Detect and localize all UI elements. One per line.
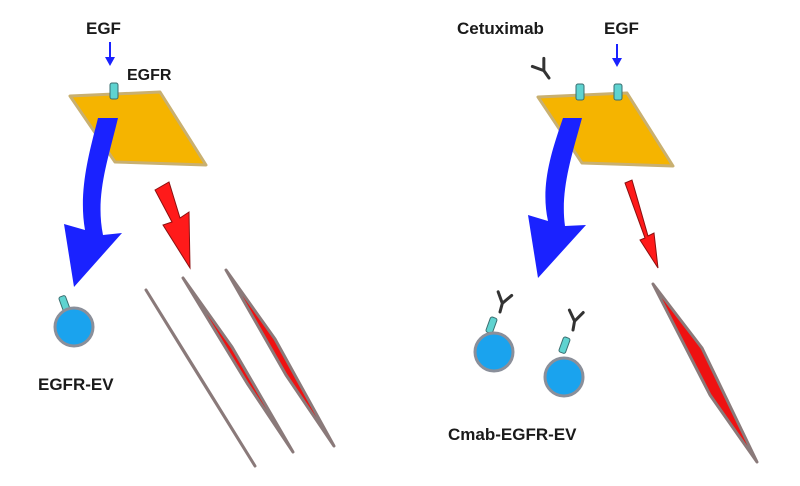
right-vesicle-label: Cmab-EGFR-EV	[448, 425, 577, 444]
right-cetuximab-label: Cetuximab	[457, 19, 544, 38]
left-fibroblast-3	[224, 268, 336, 448]
left-fibroblast-arrow	[154, 181, 191, 270]
right-vesicle-antibody-1	[496, 290, 514, 314]
left-egfr-receptor	[109, 82, 119, 100]
right-vesicle-antibody-2	[567, 308, 585, 332]
left-egf-arrow	[105, 42, 115, 66]
left-fibroblast-2	[181, 276, 295, 454]
left-panel: EGF EGFR EGFR-EV	[38, 19, 336, 468]
left-vesicle-label: EGFR-EV	[38, 375, 114, 394]
left-egfr-label: EGFR	[127, 67, 172, 84]
right-fibroblast-arrow	[624, 179, 659, 269]
right-egf-arrow	[612, 44, 622, 67]
left-vesicle-arrow	[64, 118, 122, 287]
right-receptor-1	[575, 83, 585, 101]
left-fibroblast-1	[144, 288, 257, 468]
right-panel: Cetuximab EGF Cmab-EGFR-EV	[448, 19, 759, 464]
right-vesicle-arrow	[528, 118, 586, 278]
right-vesicle-2	[543, 356, 585, 398]
right-vesicle-1	[473, 331, 515, 373]
right-vesicle-receptor-1	[485, 316, 498, 334]
left-vesicle	[53, 306, 95, 348]
left-egf-label: EGF	[86, 19, 121, 38]
right-receptor-2	[613, 83, 623, 101]
right-fibroblast	[651, 282, 759, 464]
right-egf-label: EGF	[604, 19, 639, 38]
right-vesicle-receptor-2	[558, 336, 571, 354]
right-cetuximab-antibody	[530, 56, 551, 80]
